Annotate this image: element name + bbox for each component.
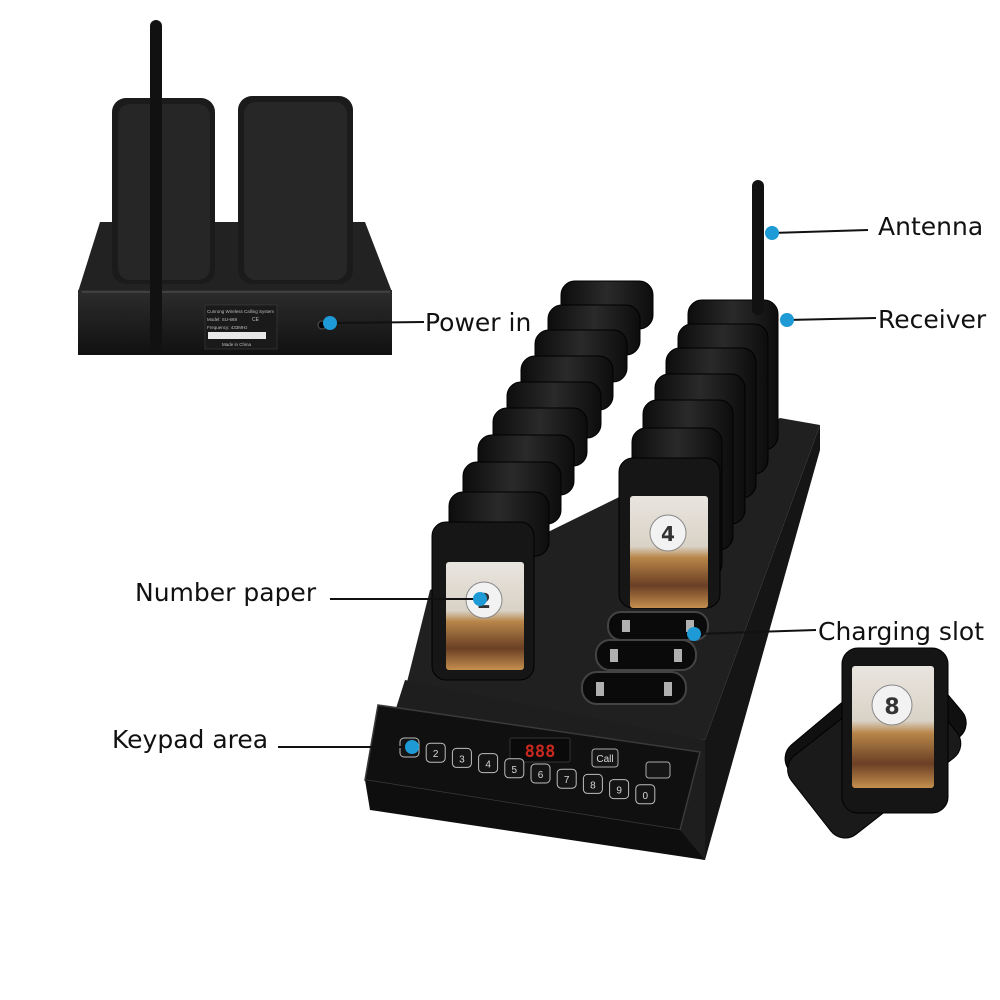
- number-paper-label: Number paper: [135, 578, 317, 607]
- callouts: [278, 226, 877, 754]
- key-label-5: 5: [512, 765, 518, 776]
- key-2[interactable]: [425, 742, 446, 763]
- key-4[interactable]: [478, 753, 499, 774]
- key-label-4: 4: [485, 760, 491, 771]
- key-label-9: 9: [616, 786, 622, 797]
- number-paper-pointer-dot: [473, 592, 487, 606]
- pager-number-8: 8: [884, 695, 899, 720]
- key-7[interactable]: [556, 768, 577, 789]
- keypad-pointer-dot: [405, 740, 419, 754]
- key-label-7: 7: [564, 775, 570, 786]
- back-view-device: Cunrong Wireless Calling System Model: S…: [78, 20, 392, 355]
- charging-slots: [581, 611, 709, 705]
- led-display: [509, 737, 571, 763]
- back-label-line2: Model: SU-668: [207, 317, 238, 322]
- receiver-pointer-dot: [780, 313, 794, 327]
- power-in-label: Power in: [425, 308, 532, 337]
- back-label-marks: CE: [252, 317, 260, 323]
- led-display-text: 888: [525, 742, 556, 762]
- power-pointer-dot: [323, 316, 337, 330]
- key-label-6: 6: [538, 770, 544, 781]
- key-9[interactable]: [609, 779, 630, 800]
- left-pager-column: [448, 280, 654, 557]
- receiver-label: Receiver: [878, 305, 987, 334]
- key-0[interactable]: [635, 784, 656, 805]
- number-keys: 1234567890: [399, 737, 656, 805]
- back-label-line4: Made in China: [222, 342, 252, 347]
- main-device: 4 2 888 Call 1234567890: [364, 180, 820, 860]
- function-key[interactable]: [645, 761, 671, 779]
- key-label-0: 0: [643, 791, 649, 802]
- call-key-label: Call: [596, 754, 613, 765]
- charging-slot-label: Charging slot: [818, 617, 985, 646]
- pager-front-right: 4: [618, 457, 721, 609]
- keypad-area-label: Keypad area: [112, 725, 269, 754]
- key-8[interactable]: [582, 773, 603, 794]
- key-5[interactable]: [504, 758, 525, 779]
- key-3[interactable]: [451, 747, 472, 768]
- receiver-antenna: [752, 180, 764, 315]
- back-label-line3: Frequency: 433MHz: [207, 325, 248, 330]
- antenna-pointer-dot: [765, 226, 779, 240]
- call-key[interactable]: [591, 748, 619, 768]
- pager-number-4: 4: [661, 522, 675, 546]
- back-label-line1: Cunrong Wireless Calling System: [207, 309, 274, 314]
- key-6[interactable]: [530, 763, 551, 784]
- loose-pager-stack: 8: [784, 647, 967, 839]
- antenna-label: Antenna: [878, 212, 984, 241]
- charging-pointer-dot: [687, 627, 701, 641]
- pager-loose-front: 8: [841, 647, 949, 814]
- key-label-8: 8: [590, 780, 596, 791]
- key-label-2: 2: [433, 749, 439, 760]
- back-spec-label: Cunrong Wireless Calling System Model: S…: [204, 304, 278, 350]
- keypad: 888 Call 1234567890: [399, 737, 671, 805]
- key-label-3: 3: [459, 754, 465, 765]
